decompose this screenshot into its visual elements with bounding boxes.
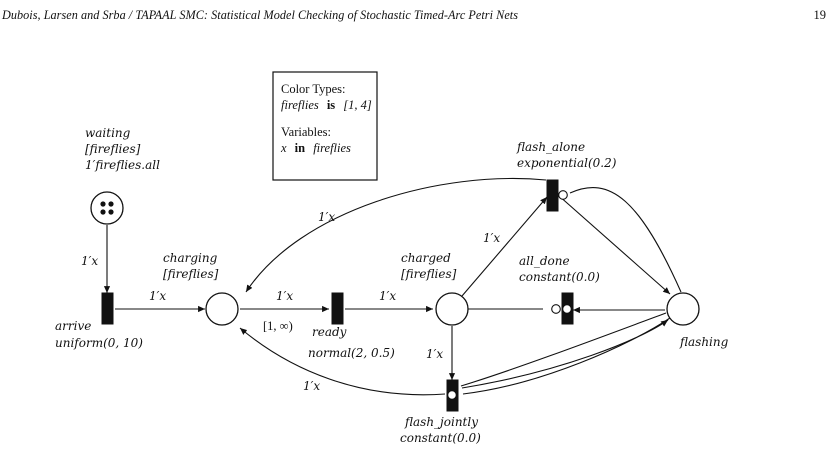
token	[108, 209, 114, 215]
arc-flashing-flash-jointly-a	[460, 312, 667, 387]
token	[100, 201, 106, 207]
transition-flash-alone-distribution: exponential(0.2)	[517, 156, 617, 170]
place-flashing-name: flashing	[679, 335, 729, 349]
arc-flashing-flash-jointly-b	[462, 317, 671, 395]
place-charged-type: [fireflies]	[401, 267, 457, 281]
arc-charged-flash-alone	[461, 196, 548, 297]
variable-declaration: x in fireflies	[280, 137, 351, 156]
arc-flash-jointly-charging	[239, 327, 446, 396]
place-charged	[435, 292, 469, 326]
arc-label-flash-alone-charging: 1′x	[318, 210, 335, 224]
place-waiting-name: waiting	[85, 126, 131, 140]
place-flashing	[666, 292, 700, 326]
token	[100, 209, 106, 215]
transition-arrive	[101, 292, 114, 325]
declarations-box: Color Types: fireflies is [1, 4] Variabl…	[272, 71, 378, 181]
transition-flash-alone-name: flash_alone	[516, 140, 585, 154]
arc-flash-alone-flashing	[557, 194, 671, 295]
page-header: Dubois, Larsen and Srba / TAPAAL SMC: St…	[0, 0, 832, 26]
transition-arrive-distribution: uniform(0, 10)	[55, 336, 143, 350]
transition-ready-distribution: normal(2, 0.5)	[308, 346, 395, 360]
place-waiting-initial: 1′fireflies.all	[85, 158, 160, 172]
running-title: Dubois, Larsen and Srba / TAPAAL SMC: St…	[2, 8, 519, 22]
arc-flash-alone-charging	[245, 177, 547, 293]
variables-heading: Variables:	[281, 125, 331, 139]
arc-label-waiting-arrive: 1′x	[81, 254, 98, 268]
color-types-heading: Color Types:	[281, 82, 346, 96]
arc-flash-jointly-flashing	[461, 319, 669, 389]
arc-label-charged-flash-alone: 1′x	[483, 231, 500, 245]
arc-flash-alone-inhibitor-loop	[569, 187, 682, 293]
transition-arrive-name: arrive	[55, 319, 91, 333]
transition-flash-jointly-name: flash_jointly	[404, 415, 478, 429]
transition-all-done-distribution: constant(0.0)	[519, 270, 600, 284]
arc-label-charging-ready: 1′x	[276, 289, 293, 303]
place-charged-name: charged	[401, 251, 451, 265]
arc-label-arrive-charging: 1′x	[149, 289, 166, 303]
page-number: 19	[813, 8, 827, 22]
arc-label-ready-charged: 1′x	[379, 289, 396, 303]
token	[108, 201, 114, 207]
place-charging-type: [fireflies]	[163, 267, 219, 281]
transition-ready-name: ready	[312, 325, 347, 339]
transition-flash-alone	[546, 179, 559, 212]
inhibitor-head	[551, 304, 561, 314]
place-waiting-type: [fireflies]	[85, 142, 141, 156]
inhibitor-head	[447, 390, 457, 400]
arc-label-charging-ready-interval: [1, ∞)	[263, 319, 293, 333]
transition-flash-jointly-distribution: constant(0.0)	[400, 431, 481, 445]
inhibitor-head	[558, 190, 568, 200]
inhibitor-head	[562, 304, 572, 314]
place-waiting	[90, 191, 124, 225]
waiting-tokens	[100, 201, 114, 215]
transition-ready	[331, 292, 344, 325]
arc-label-charged-flash-jointly: 1′x	[426, 347, 443, 361]
color-type-declaration: fireflies is [1, 4]	[281, 94, 372, 113]
arc-label-flash-jointly-charging: 1′x	[303, 379, 320, 393]
place-charging	[205, 292, 239, 326]
transition-all-done-name: all_done	[519, 254, 570, 268]
place-charging-name: charging	[163, 251, 218, 265]
